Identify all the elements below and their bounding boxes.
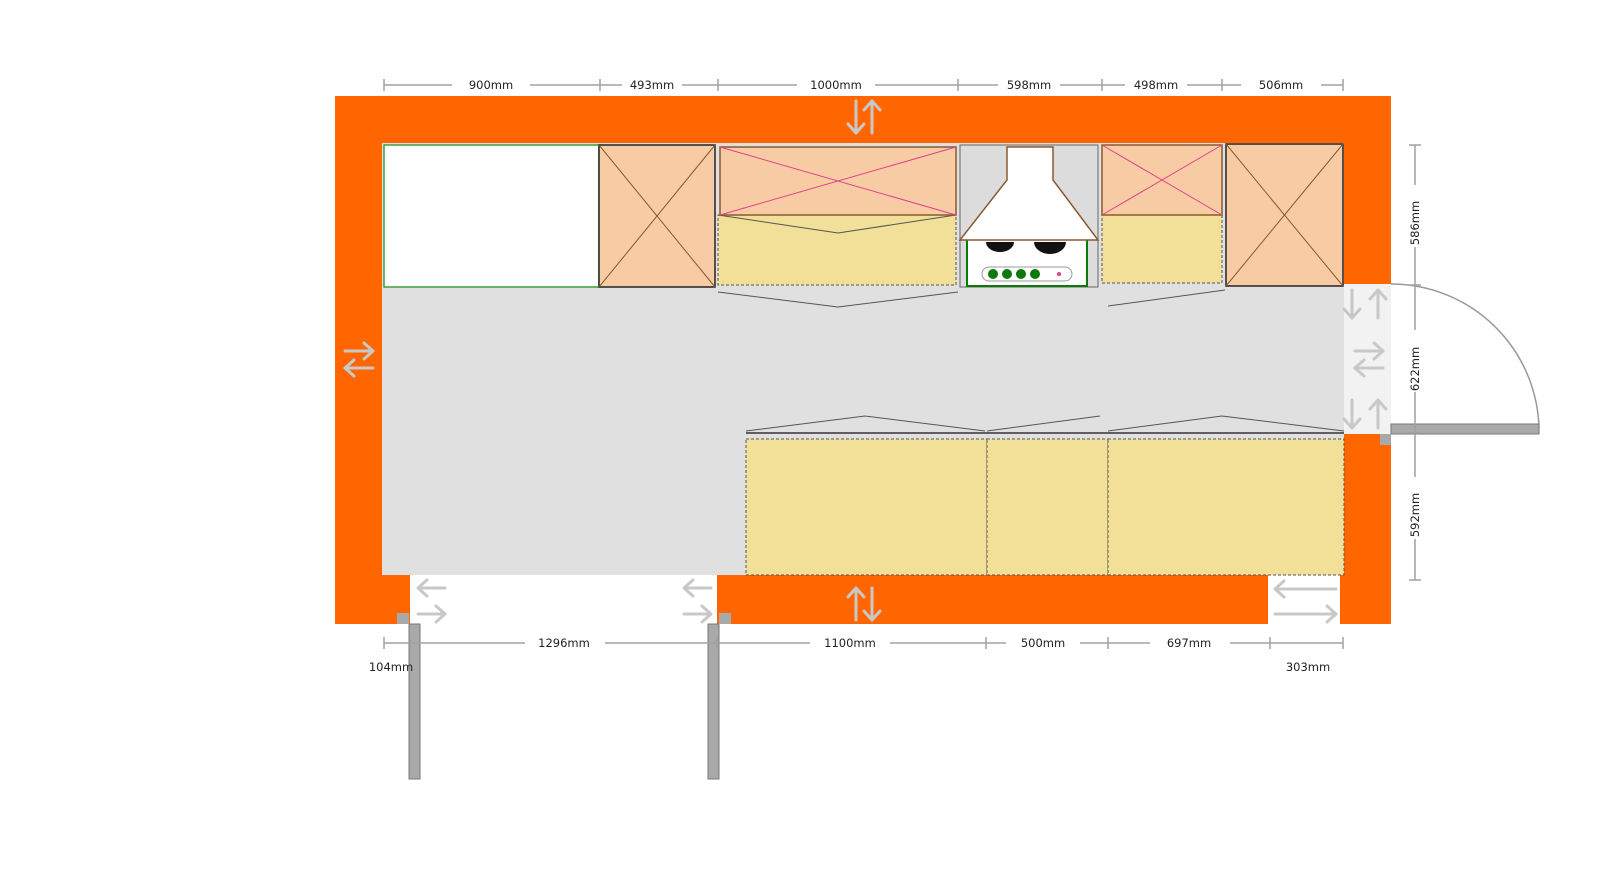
bottom-door-jamb-right <box>719 613 731 624</box>
dim-bottom-left-offset: 104mm <box>369 660 413 674</box>
base-unit-500[interactable] <box>986 438 1109 576</box>
bottom-door-leaf-left[interactable] <box>408 623 421 780</box>
bottom-door-opening <box>410 575 717 624</box>
dim-top-598: 598mm <box>1007 78 1051 92</box>
tall-unit-493[interactable] <box>598 144 716 288</box>
bottom-base-units <box>745 415 1345 576</box>
arrow-bottom-window <box>1273 579 1338 624</box>
arrow-right-door-mid <box>1353 341 1385 378</box>
base-unit-498[interactable] <box>1101 214 1223 284</box>
base-unit-697[interactable] <box>1107 438 1345 576</box>
dim-top-1000: 1000mm <box>810 78 862 92</box>
base-unit-1100[interactable] <box>745 438 988 576</box>
wall-unit-1000[interactable] <box>719 146 957 216</box>
arrow-top-wall <box>846 99 882 135</box>
dim-bottom-1100: 1100mm <box>824 636 876 650</box>
dim-bottom-right-offset: 303mm <box>1286 660 1330 674</box>
cooker-hood <box>958 146 1100 241</box>
dim-bottom-500: 500mm <box>1021 636 1065 650</box>
dim-top-506: 506mm <box>1259 78 1303 92</box>
dim-top-493: 493mm <box>630 78 674 92</box>
door-swing-marker-bottom-3 <box>1107 415 1345 432</box>
door-swing-marker-bottom-2 <box>986 415 1101 432</box>
arrow-right-door-top <box>1342 288 1388 320</box>
wall-unit-498[interactable] <box>1101 144 1223 216</box>
dim-right-586: 586mm <box>1408 201 1422 245</box>
tall-unit-506[interactable] <box>1225 143 1344 287</box>
right-door-swing-arc <box>1390 283 1540 429</box>
door-swing-marker-bottom-1 <box>745 415 986 432</box>
bottom-window-opening <box>1268 575 1340 624</box>
cooker-hood-and-hob[interactable] <box>958 144 1100 288</box>
dim-top-498: 498mm <box>1134 78 1178 92</box>
bottom-door-jamb-left <box>397 613 409 624</box>
arrow-right-door-bottom <box>1342 398 1388 430</box>
top-wall-units <box>383 143 1344 308</box>
right-door-leaf[interactable] <box>1390 423 1540 435</box>
door-swing-marker-top-1 <box>717 291 959 308</box>
arrow-bottom-wall <box>846 586 882 622</box>
dim-bottom-697: 697mm <box>1167 636 1211 650</box>
arrow-bottom-door-right <box>682 578 713 624</box>
direction-arrows <box>343 99 1388 624</box>
dim-right-622: 622mm <box>1408 347 1422 391</box>
doors <box>397 283 1540 780</box>
bottom-door-leaf-right[interactable] <box>707 623 720 780</box>
door-swing-marker-top-2 <box>1107 289 1226 307</box>
dim-right-592: 592mm <box>1408 493 1422 537</box>
dim-top-900: 900mm <box>469 78 513 92</box>
hob-burners <box>986 242 1066 254</box>
dim-bottom-1296: 1296mm <box>538 636 590 650</box>
right-door-jamb <box>1380 434 1391 445</box>
arrow-bottom-door-left <box>416 578 447 624</box>
arrow-left-wall <box>343 341 375 378</box>
base-unit-1000[interactable] <box>717 214 957 286</box>
fridge-unit[interactable] <box>383 144 600 288</box>
